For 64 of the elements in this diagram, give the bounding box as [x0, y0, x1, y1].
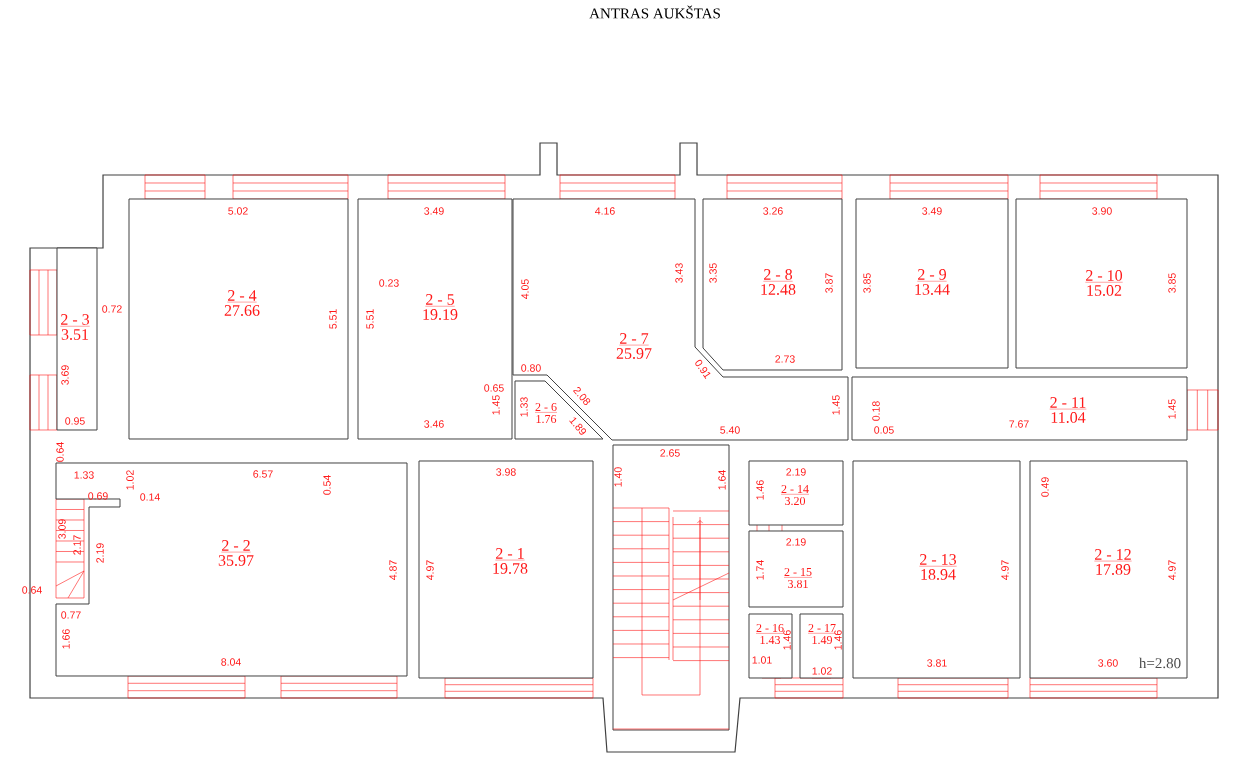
dimension-label: 1.01 — [752, 656, 772, 664]
dimension-label: 0.64 — [22, 586, 42, 594]
dimension-label: 3.60 — [1098, 659, 1118, 667]
dimension-label: 1.33 — [520, 397, 528, 417]
dimension-label: 3.09 — [58, 519, 66, 539]
dimension-label: 1.66 — [62, 629, 70, 649]
dimension-label: 0.80 — [521, 364, 541, 372]
dimension-label: 3.87 — [825, 273, 833, 293]
dimension-label: 1.02 — [126, 470, 134, 490]
dimension-label: 3.46 — [424, 420, 444, 428]
dimension-label: 2.73 — [775, 355, 795, 363]
dimension-label: 0.65 — [484, 384, 504, 392]
dimension-label: 7.67 — [1009, 420, 1029, 428]
dimension-label: 3.90 — [1092, 207, 1112, 215]
dimension-label: 3.98 — [496, 468, 516, 476]
dimension-label: 0.54 — [323, 475, 331, 495]
dimension-label: 1.45 — [492, 395, 500, 415]
plan-title: ANTRAS AUKŠTAS — [589, 5, 720, 19]
dimension-label: 5.51 — [366, 309, 374, 329]
dimension-label: 4.87 — [389, 560, 397, 580]
dimension-label: 2.17 — [73, 535, 81, 555]
dimension-label: 2.19 — [96, 543, 104, 563]
dimension-label: 0.95 — [65, 417, 85, 425]
dimension-label: 1.46 — [756, 480, 764, 500]
dimension-label: 5.51 — [329, 309, 337, 329]
dimension-label: 0.69 — [88, 492, 108, 500]
dimension-label: 4.97 — [1001, 560, 1009, 580]
dimension-label: 6.57 — [253, 470, 273, 478]
dimension-label: 3.43 — [675, 263, 683, 283]
dimension-label: 0.64 — [56, 442, 64, 462]
dimension-label: 3.49 — [424, 207, 444, 215]
dimension-label: 8.04 — [221, 658, 241, 666]
dimension-label: 4.97 — [1168, 560, 1176, 580]
dimension-label: 4.97 — [426, 560, 434, 580]
dimension-label: 3.81 — [927, 659, 947, 667]
dimension-label: 1.64 — [718, 470, 726, 490]
dimension-label: 1.45 — [832, 395, 840, 415]
dimension-label: 1.74 — [756, 560, 764, 580]
dimension-label: 3.49 — [922, 207, 942, 215]
dimension-label: 2.19 — [786, 538, 806, 546]
dimension-label: 5.40 — [720, 426, 740, 434]
dimension-label: 3.69 — [61, 365, 69, 385]
dimension-label: 0.05 — [874, 426, 894, 434]
dimension-label: 0.23 — [379, 279, 399, 287]
dimension-label: 1.46 — [834, 630, 842, 650]
dimension-label: 4.05 — [521, 279, 529, 299]
dimension-label: 1.02 — [812, 667, 832, 675]
dimension-label: 3.85 — [1168, 273, 1176, 293]
dimension-label: 0.49 — [1041, 477, 1049, 497]
dimension-label: 0.14 — [140, 493, 160, 501]
dimension-label: 1.46 — [783, 630, 791, 650]
dimension-label: 1.45 — [1168, 399, 1176, 419]
dimension-label: 0.18 — [872, 401, 880, 421]
dimension-label: 1.40 — [614, 467, 622, 487]
ceiling-height-label: h=2.80 — [1139, 657, 1181, 669]
dimension-label: 3.35 — [709, 263, 717, 283]
dimension-label: 5.02 — [228, 207, 248, 215]
dimension-label: 4.16 — [595, 207, 615, 215]
dimension-label: 1.33 — [74, 471, 94, 479]
dimension-label: 3.85 — [863, 273, 871, 293]
dimension-label: 2.19 — [786, 468, 806, 476]
dimension-label: 0.77 — [61, 611, 81, 619]
dimension-label: 3.26 — [763, 207, 783, 215]
dimension-label: 0.72 — [102, 305, 122, 313]
